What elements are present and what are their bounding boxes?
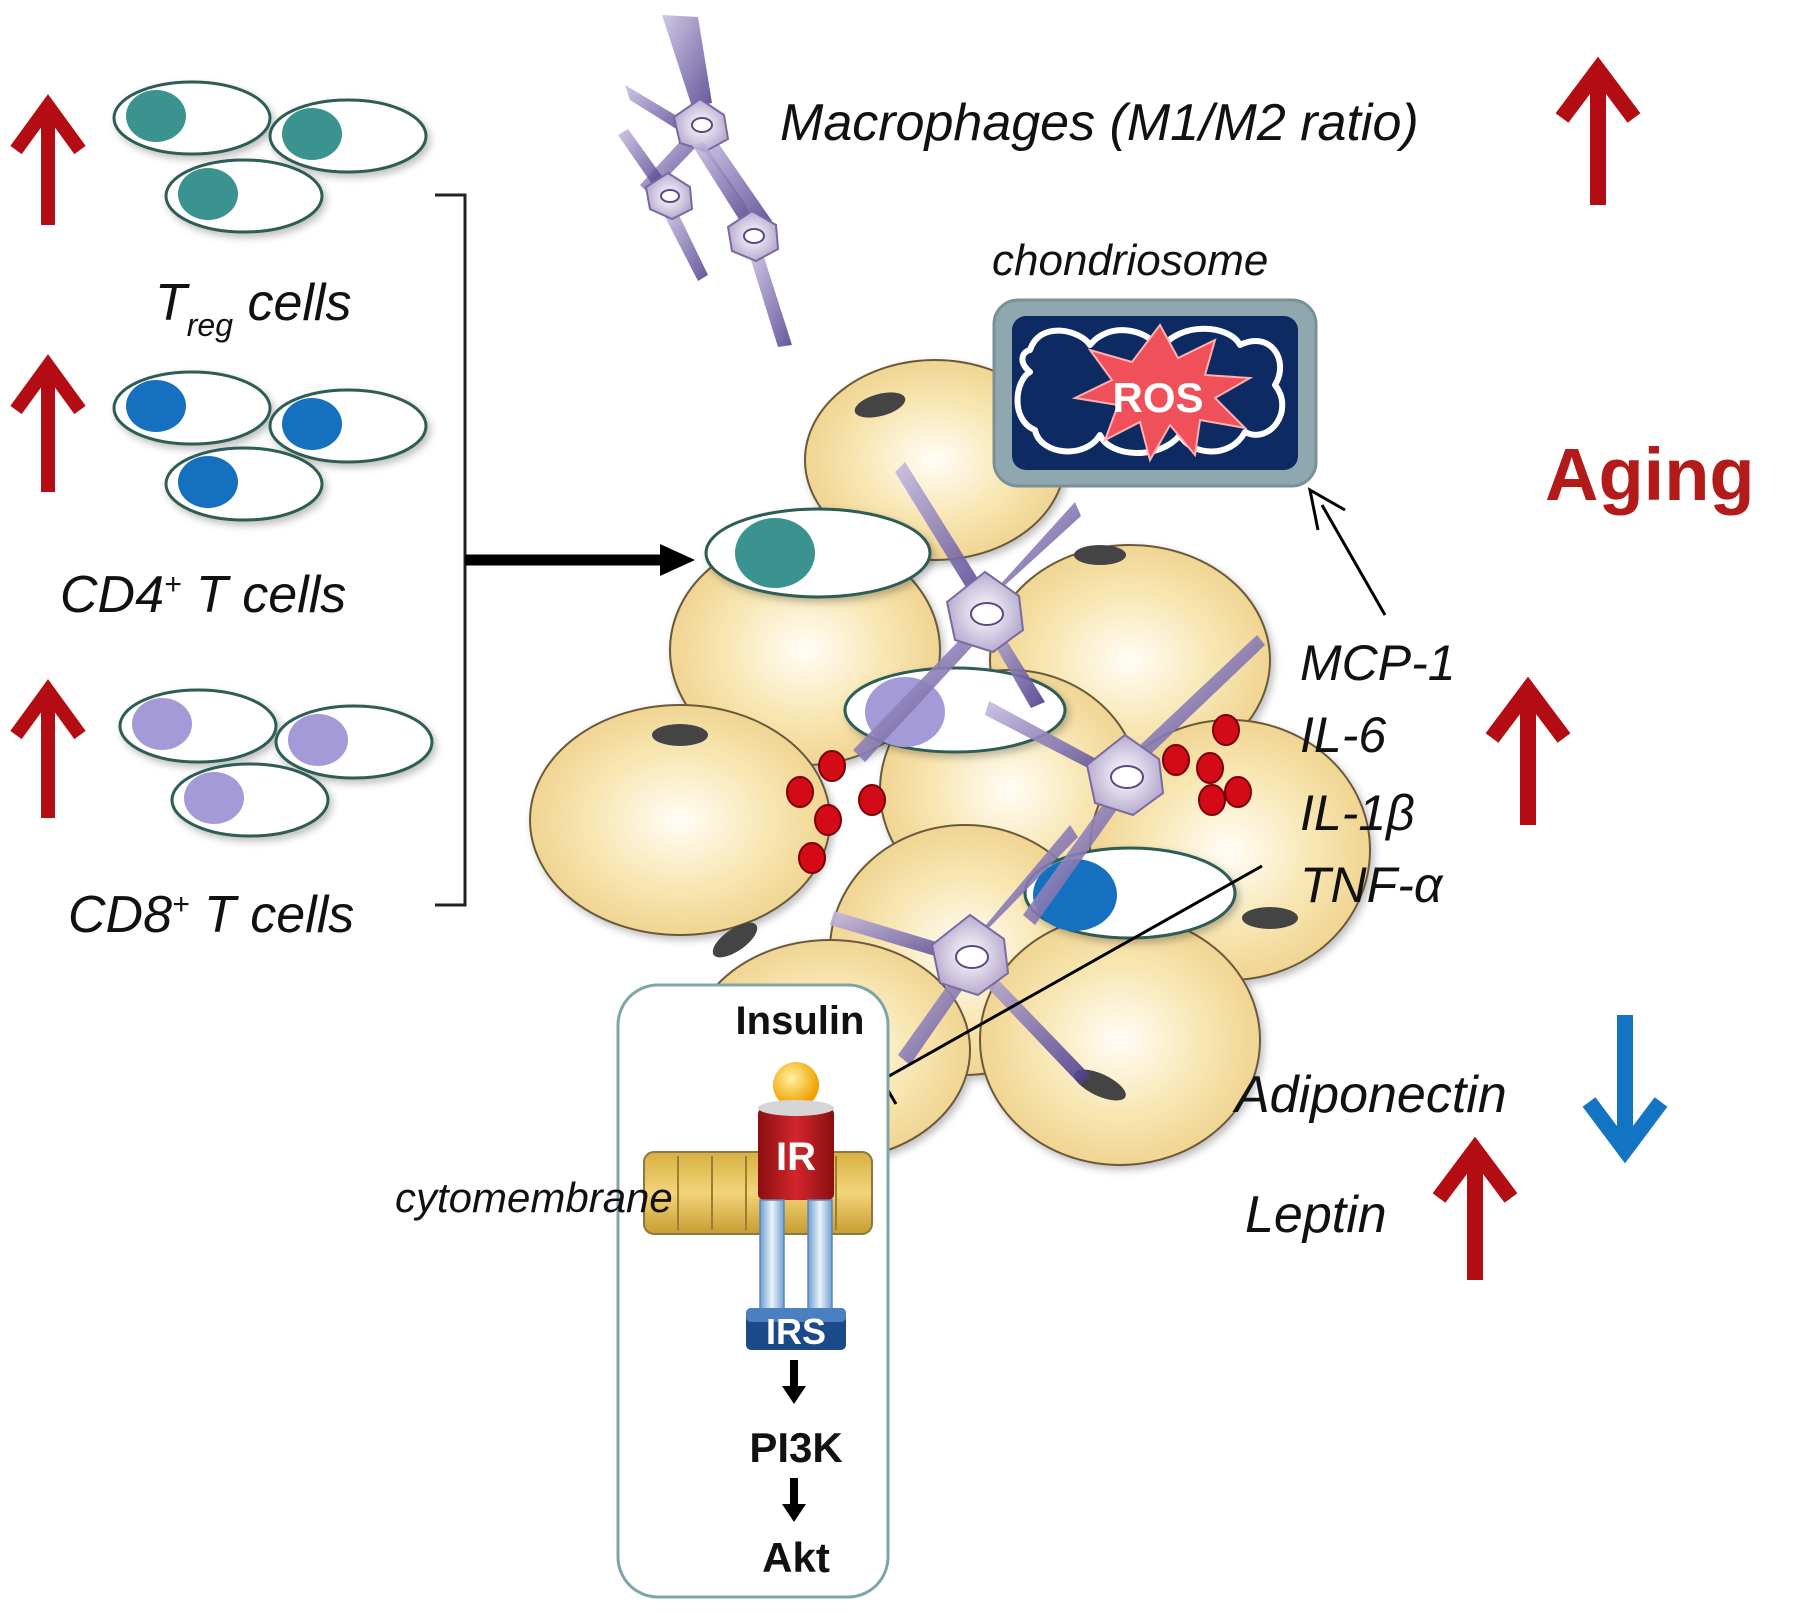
ros-burst-icon [1071, 323, 1254, 463]
cytokine-droplets [786, 714, 1252, 874]
akt-label: Akt [762, 1534, 830, 1581]
macrophage-increase-arrow-icon [1555, 56, 1641, 205]
leptin-increase-arrow-icon [1432, 1136, 1518, 1280]
t-cell-bracket [435, 193, 467, 907]
cytokine-to-ros-arrow-icon [1307, 487, 1387, 616]
pi3k-to-akt-arrow-icon [782, 1478, 806, 1522]
ir-label: IR [776, 1135, 816, 1179]
treg-cell-group [112, 80, 428, 234]
cytokine-list: MCP-1 IL-6 IL-1β TNF-α [1300, 635, 1456, 913]
cd4-cell-group [112, 370, 428, 522]
insulin-signaling-panel [616, 983, 890, 1599]
cd8-increase-arrow-icon [10, 679, 86, 818]
ros-label: ROS [1112, 374, 1203, 421]
irs-to-pi3k-arrow-icon [782, 1360, 806, 1404]
tissue-macrophage-cells [830, 462, 1265, 1085]
insulin-label: Insulin [736, 999, 865, 1043]
cytokine-tnfa: TNF-α [1300, 857, 1444, 913]
cd4-t-cells-label: CD4+ T cells [60, 566, 346, 624]
macrophage-cluster-icon [618, 15, 792, 347]
cd8-t-cells-label: CD8+ T cells [68, 886, 354, 944]
adiponectin-decrease-arrow-icon [1582, 1015, 1668, 1164]
insulin-receptor-icon [746, 1062, 846, 1350]
cytomembrane-label: cytomembrane [395, 1174, 673, 1221]
insulin-molecule-icon [773, 1062, 819, 1108]
cytokine-il6: IL-6 [1300, 707, 1386, 763]
irs-label: IRS [766, 1311, 826, 1352]
chondriosome-label: chondriosome [992, 236, 1268, 285]
treg-increase-arrow-icon [10, 94, 86, 225]
macrophages-label: Macrophages (M1/M2 ratio) [780, 94, 1419, 152]
cd4-increase-arrow-icon [10, 354, 86, 492]
aging-label: Aging [1545, 433, 1755, 516]
tissue-treg-cell [704, 507, 932, 599]
leptin-label: Leptin [1245, 1186, 1387, 1244]
cytokine-il1b: IL-1β [1300, 785, 1415, 841]
adiponectin-label: Adiponectin [1232, 1066, 1507, 1124]
pi3k-label: PI3K [749, 1424, 842, 1471]
cytokine-increase-arrow-icon [1485, 676, 1571, 825]
cytokine-mcp1: MCP-1 [1300, 635, 1456, 691]
chondriosome-icon: ROS [992, 298, 1318, 488]
treg-cells-label: Treg cells [155, 274, 352, 343]
cd8-cell-group [118, 688, 434, 838]
infiltration-arrow-icon [465, 544, 695, 576]
